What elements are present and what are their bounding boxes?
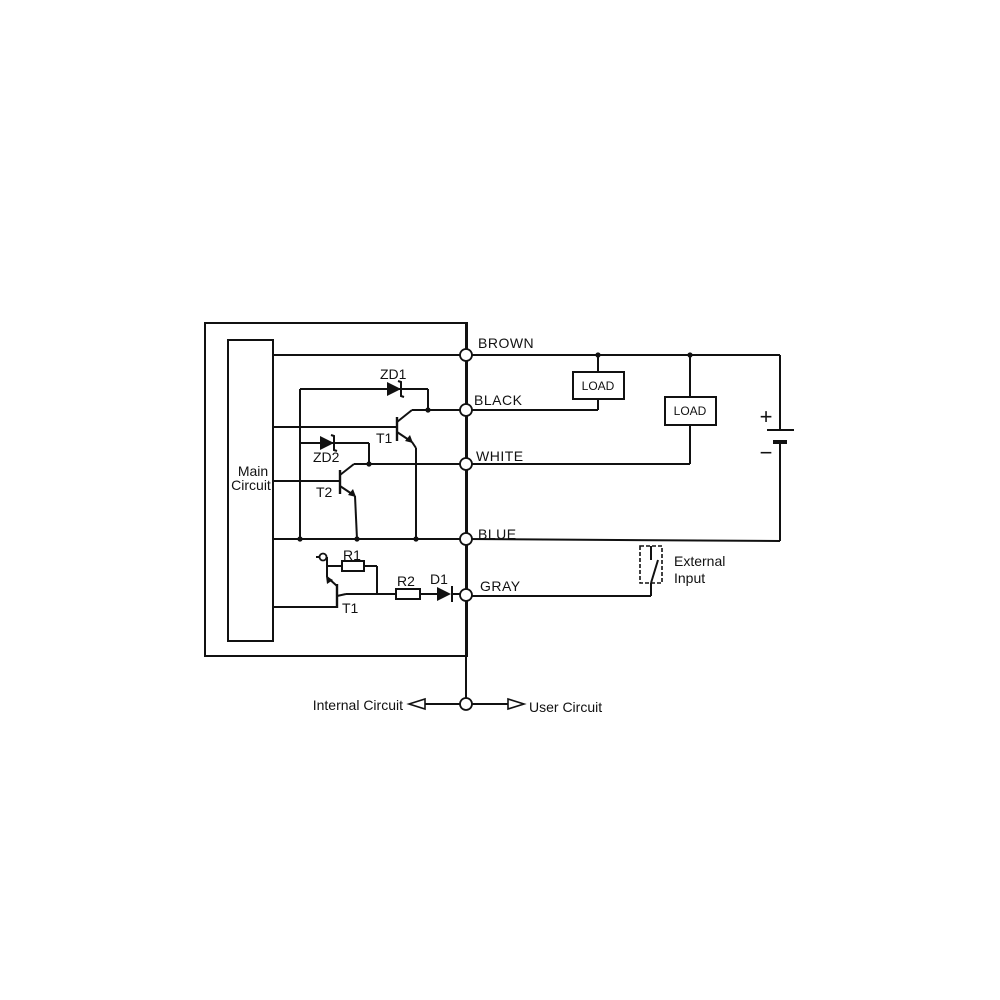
t2-emitter-to-blue [354,495,358,540]
internal-arrow-head [406,697,426,711]
zd2-diode-triangle [320,436,334,450]
r1-supply-terminal [318,552,328,562]
terminal-boundary [459,697,473,711]
internal-circuit-label: Internal Circuit [313,697,403,713]
t1-lower-label: T1 [342,600,359,616]
d1-diode-triangle [437,587,451,601]
terminal-brown [459,348,473,362]
t1-upper-emitter-lead [411,441,417,449]
main-circuit-block [227,339,274,642]
terminal-white [459,457,473,471]
battery-plus-label: + [760,404,773,429]
r2-resistor [395,588,421,600]
zd2-diode-bar [330,434,338,452]
zd1-diode-triangle [387,382,401,396]
battery-minus-label: − [760,440,773,465]
r2-label: R2 [397,573,415,589]
main-circuit-label-line1: Main [238,463,268,479]
brown-wire-label: BROWN [478,335,534,351]
terminal-black [459,403,473,417]
load1-label: LOAD [582,379,615,393]
ext-input-label-line2: Input [674,570,705,586]
gray-wire-label: GRAY [480,578,521,594]
black-wire-label: BLACK [474,392,523,408]
ext-input-label-line1: External [674,553,725,569]
main-circuit-label-line2: Circuit [231,477,271,493]
zd2-label: ZD2 [313,449,340,465]
t1-upper-label: T1 [376,430,393,446]
user-arrow-head [507,697,527,711]
t1-upper-emitter-arrow [405,435,413,443]
load2-label: LOAD [674,404,707,418]
zd1-diode-bar [397,380,405,398]
white-wire-label: WHITE [476,448,524,464]
terminal-gray [459,588,473,602]
t2-collector [339,463,355,476]
zd1-label: ZD1 [380,366,407,382]
t1-lower-emitter-arrow [326,576,333,584]
terminal-blue [459,532,473,546]
ext-input-switch-contact [650,559,659,584]
r1-label: R1 [343,547,361,563]
blue-wire-label: BLUE [478,526,517,542]
blue-wire-external [465,538,781,542]
d1-label: D1 [430,571,448,587]
user-circuit-label: User Circuit [529,699,602,715]
t2-label: T2 [316,484,333,500]
t1-upper-collector [396,409,413,423]
t2-emitter-arrow [348,489,356,497]
t1-lower-collector [336,593,347,597]
